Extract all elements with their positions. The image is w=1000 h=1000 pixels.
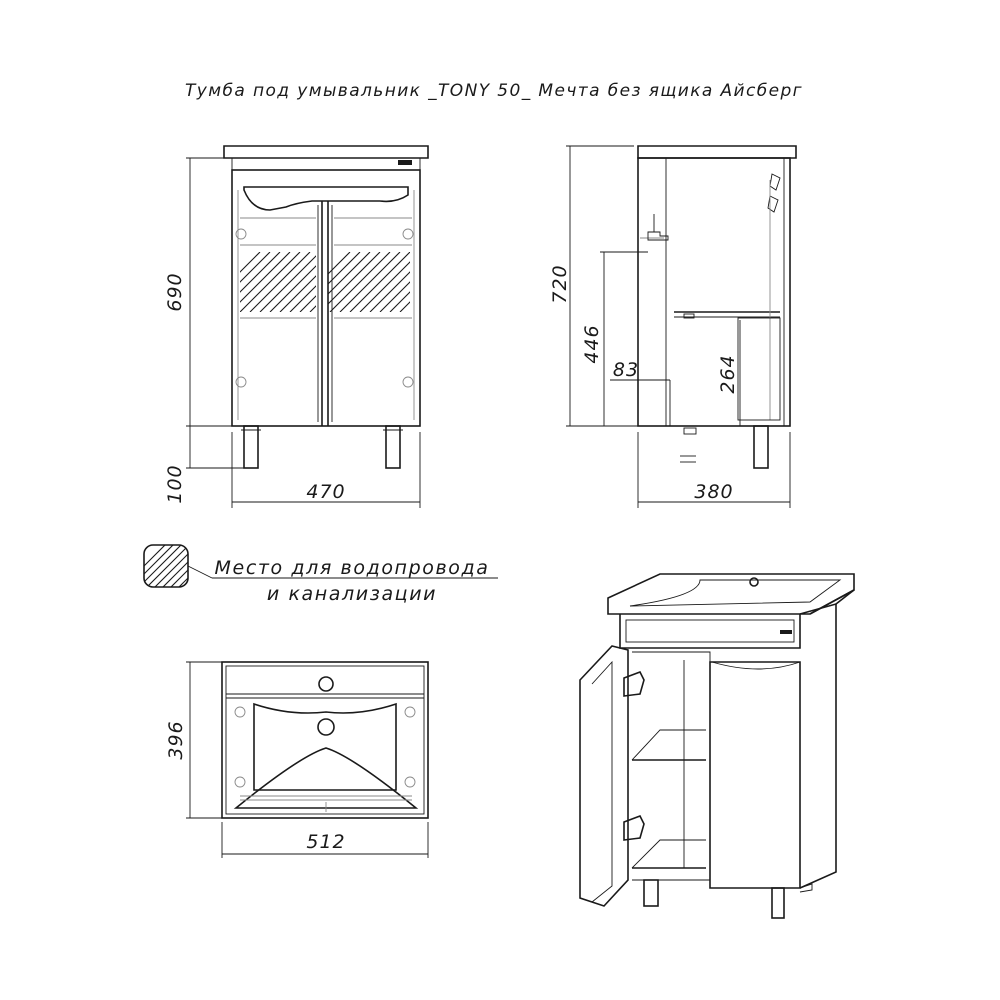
legend-line-2: и канализации	[267, 583, 437, 605]
perspective-view	[579, 573, 855, 919]
side-height-dim: 720	[549, 264, 571, 303]
front-height-dim: 690	[164, 272, 186, 311]
top-view: 396 512	[165, 661, 429, 858]
leg-right	[385, 425, 401, 469]
offset-dim: 83	[613, 359, 639, 381]
drain-hole	[317, 718, 335, 736]
front-view: 690 100 470	[164, 145, 429, 508]
perspective-brand-label	[780, 630, 792, 634]
plumbing-legend: Место для водопровода и канализации	[143, 544, 498, 605]
shelf-height-dim: 264	[717, 354, 739, 393]
leg-left	[243, 425, 259, 469]
faucet-hole	[318, 676, 334, 692]
front-legs-dim: 100	[164, 464, 186, 503]
legend-line-1: Место для водопровода	[215, 557, 490, 579]
brand-label	[398, 160, 412, 165]
top-width-dim: 512	[306, 831, 345, 853]
top-depth-dim: 396	[165, 720, 187, 759]
front-width-dim: 470	[306, 481, 345, 503]
drawing-title: Тумба под умывальник _TONY 50_ Мечта без…	[185, 81, 803, 101]
pipe-height-dim: 446	[581, 324, 603, 363]
side-depth-dim: 380	[694, 481, 733, 503]
side-view: 720 446 83 264 380	[549, 145, 797, 508]
plumbing-zone-hatch	[240, 252, 410, 312]
side-leg	[753, 425, 769, 469]
